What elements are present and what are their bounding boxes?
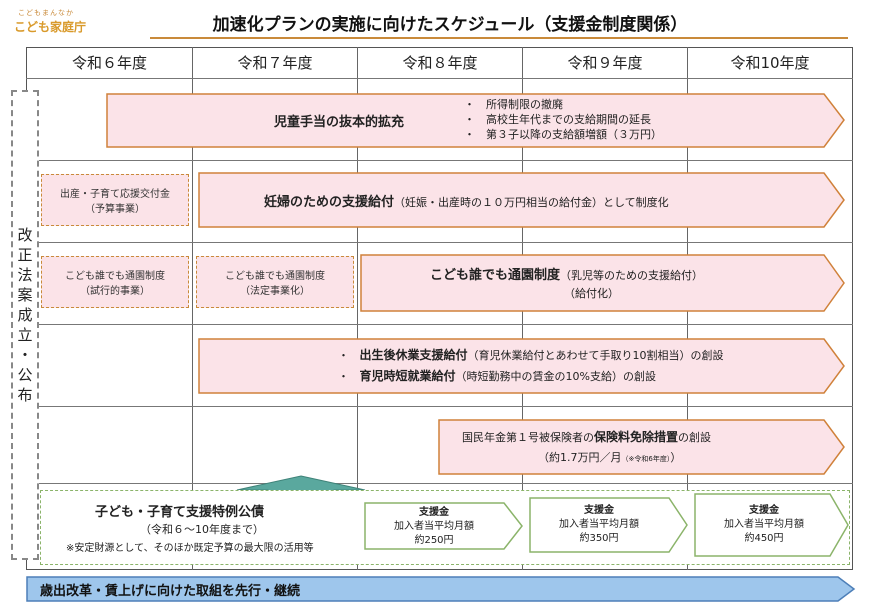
side-label: 改正法 案成立 ・公布	[17, 226, 33, 404]
parental-leave-arrow: ・ 出生後休業支援給付（育児休業給付とあわせて手取り10割相当）の創設 ・ 育児…	[198, 338, 846, 394]
special-bond-period: （令和６～10年度まで）	[140, 523, 264, 536]
row-divider	[26, 160, 853, 161]
pregnancy-support-text: 妊婦のための支援給付（妊娠・出産時の１０万円相当の給付金）として制度化	[264, 195, 669, 210]
expenditure-reform-bar	[26, 576, 856, 602]
support-fee-box-r10: 支援金 加入者当平均月額 約450円	[694, 493, 850, 557]
row-divider	[26, 406, 853, 407]
side-label-box	[11, 90, 39, 560]
daycare-system-text: こども誰でも通園制度（乳児等のための支援給付）	[430, 268, 704, 283]
support-fee-box-r9: 支援金 加入者当平均月額 約350円	[529, 497, 689, 553]
expenditure-reform-text: 歳出改革・賃上げに向けた取組を先行・継続	[40, 584, 301, 599]
daycare-system-subtext: （給付化）	[564, 287, 619, 300]
child-allowance-heading: 児童手当の抜本的拡充	[274, 115, 405, 130]
daycare-trial-box: こども誰でも通園制度 （試行的事業）	[41, 256, 189, 308]
arrow-shape	[438, 419, 845, 475]
column-divider	[357, 47, 358, 570]
year-header: 令和８年度	[402, 54, 478, 72]
pension-exemption-line2: （約1.7万円／月（※令和6年度））	[538, 451, 682, 464]
row-divider	[26, 242, 853, 243]
title-underline	[150, 37, 848, 39]
arrow-shape	[106, 93, 845, 148]
support-fee-r10-text: 支援金 加入者当平均月額 約450円	[724, 505, 804, 544]
year-header: 令和７年度	[237, 54, 313, 72]
green-arrow-shape	[364, 502, 523, 550]
year-header: 令和10年度	[730, 54, 810, 72]
special-bond-note: ※安定財源として、そのほか既定予算の最大限の活用等	[66, 543, 314, 554]
support-fee-r9-text: 支援金 加入者当平均月額 約350円	[559, 505, 639, 544]
green-arrow-shape	[694, 493, 849, 557]
pension-exemption-line1: 国民年金第１号被保険者の保険料免除措置の創設	[462, 430, 712, 444]
row-divider	[26, 483, 853, 484]
support-fee-box-r8: 支援金 加入者当平均月額 約250円	[364, 502, 524, 550]
birth-support-grant-box: 出産・子育て応援交付金 （予算事業）	[41, 174, 189, 226]
special-bond-heading: 子ども・子育て支援特例公債	[95, 505, 265, 520]
page-title: 加速化プランの実施に向けたスケジュール（支援金制度関係）	[212, 15, 688, 35]
column-divider	[192, 47, 193, 570]
green-arrow-shape	[529, 497, 688, 553]
year-header: 令和６年度	[71, 54, 147, 72]
logo-tagline: こどもまんなか	[18, 9, 74, 17]
daycare-statutory-box: こども誰でも通園制度 （法定事業化）	[196, 256, 354, 308]
pregnancy-support-arrow: 妊婦のための支援給付（妊娠・出産時の１０万円相当の給付金）として制度化	[198, 172, 846, 228]
blue-arrow-shape	[26, 576, 856, 602]
pension-exemption-arrow: 国民年金第１号被保険者の保険料免除措置の創設 （約1.7万円／月（※令和6年度）…	[438, 419, 846, 475]
logo: こども家庭庁	[14, 20, 87, 34]
parental-leave-line2: ・ 育児時短就業給付（時短勤務中の賃金の10%支給）の創設	[338, 369, 656, 383]
parental-leave-line1: ・ 出生後休業支援給付（育児休業給付とあわせて手取り10割相当）の創設	[338, 348, 724, 362]
year-header: 令和９年度	[567, 54, 643, 72]
row-divider	[26, 324, 853, 325]
child-allowance-bullets: ・ 所得制限の撤廃 ・ 高校生年代までの支給期間の延長 ・ 第３子以降の支給額増…	[464, 98, 662, 141]
child-allowance-arrow: 児童手当の抜本的拡充 ・ 所得制限の撤廃 ・ 高校生年代までの支給期間の延長 ・…	[106, 93, 846, 148]
row-divider	[26, 78, 853, 79]
arrow-shape	[198, 338, 845, 394]
arrow-shape	[360, 254, 845, 312]
support-fee-r8-text: 支援金 加入者当平均月額 約250円	[394, 507, 474, 546]
daycare-system-arrow: こども誰でも通園制度（乳児等のための支援給付） （給付化）	[360, 254, 846, 312]
arrow-shape	[198, 172, 845, 228]
